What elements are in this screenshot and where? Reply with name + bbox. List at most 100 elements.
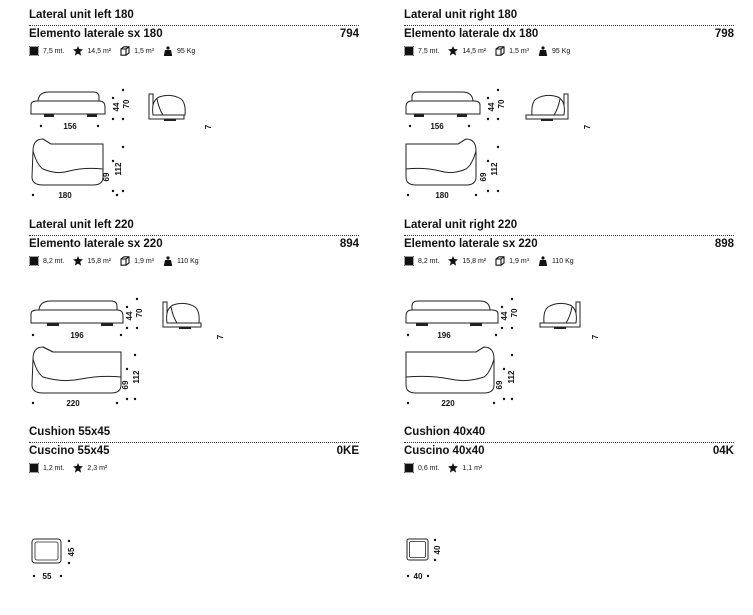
technical-drawing: 196 44 70 7 220 69 xyxy=(404,297,604,408)
dim-top-depth-2: 70 xyxy=(497,99,506,108)
divider xyxy=(404,235,734,236)
dim-height: 40 xyxy=(433,545,442,554)
side-view: 7 xyxy=(539,301,600,339)
dim-plan-depth-2: 112 xyxy=(490,162,499,175)
spec-fabric-value: 8,2 mt. xyxy=(418,257,440,265)
dim-plan-width: 220 xyxy=(441,399,455,408)
front-view: 196 44 70 xyxy=(405,297,519,340)
spec-volume-value: 1,9 m³ xyxy=(134,257,154,265)
dim-top-depth-2: 70 xyxy=(135,308,144,317)
spec-fabric: 1,2 mt. xyxy=(29,463,64,473)
front-view: 196 44 70 xyxy=(30,297,144,340)
spec-volume: 1,9 m³ xyxy=(495,256,529,266)
spec-leather: 14,5 m² xyxy=(73,46,111,56)
dim-top-width: 156 xyxy=(63,122,77,131)
spec-leather: 15,8 m² xyxy=(73,256,111,266)
technical-drawing: 40 40 xyxy=(404,536,504,586)
box-volume-icon xyxy=(495,256,505,266)
dim-side-height: 7 xyxy=(204,124,213,129)
dim-plan-width: 180 xyxy=(58,191,72,200)
front-view: 156 44 70 xyxy=(30,88,131,131)
product-title-it: Cuscino 55x45 xyxy=(29,445,110,457)
spec-fabric: 7,5 mt. xyxy=(29,46,64,56)
dim-top-depth-1: 44 xyxy=(500,311,509,320)
spec-row: 8,2 mt. 15,8 m² 1,9 m³ 110 Kg xyxy=(29,256,199,266)
dim-plan-depth-2: 112 xyxy=(114,162,123,175)
spec-fabric-value: 7,5 mt. xyxy=(43,47,65,55)
spec-leather-value: 14,5 m² xyxy=(462,47,487,55)
spec-fabric-value: 7,5 mt. xyxy=(418,47,440,55)
technical-drawing: 55 45 xyxy=(29,536,129,586)
product-code: 0KE xyxy=(336,445,359,457)
product-code: 798 xyxy=(714,28,734,40)
weight-icon xyxy=(538,256,548,266)
fabric-icon xyxy=(29,256,39,266)
spec-row: 7,5 mt. 14,5 m² 1,5 m³ 95 Kg xyxy=(404,46,570,56)
front-view: 156 44 70 xyxy=(405,88,506,131)
spec-volume: 1,9 m³ xyxy=(120,256,154,266)
spec-row: 7,5 mt. 14,5 m² 1,5 m³ 95 Kg xyxy=(29,46,195,56)
fabric-icon xyxy=(404,256,414,266)
plan-view: 220 69 112 xyxy=(405,346,516,408)
product-title-en: Lateral unit left 220 xyxy=(29,219,134,231)
spec-weight: 95 Kg xyxy=(538,46,570,56)
spec-volume-value: 1,9 m³ xyxy=(509,257,529,265)
spec-row: 1,2 mt. 2,3 m² xyxy=(29,463,107,473)
product-title-en: Cushion 55x45 xyxy=(29,426,111,438)
drawing-svg: 196 44 70 7 220 69 xyxy=(405,297,600,408)
spec-leather: 15,8 m² xyxy=(448,256,486,266)
product-title-en: Lateral unit right 180 xyxy=(404,9,518,21)
dim-plan-depth-2: 112 xyxy=(507,370,516,383)
spec-volume: 1,5 m³ xyxy=(120,46,154,56)
weight-icon xyxy=(163,46,173,56)
dim-side-height: 7 xyxy=(591,334,600,339)
plan-view: 180 69 112 xyxy=(31,138,125,200)
spec-leather-value: 2,3 m² xyxy=(87,464,108,472)
spec-leather-value: 14,5 m² xyxy=(87,47,112,55)
spec-fabric: 8,2 mt. xyxy=(404,256,439,266)
spec-row: 0,6 mt. 1,1 m² xyxy=(404,463,482,473)
fabric-icon xyxy=(29,463,39,473)
spec-volume-value: 1,5 m³ xyxy=(509,47,529,55)
spec-fabric-value: 1,2 mt. xyxy=(43,464,65,472)
drawing-svg: 55 45 xyxy=(31,538,76,581)
dim-plan-width: 180 xyxy=(435,191,449,200)
spec-weight: 95 Kg xyxy=(163,46,195,56)
dim-top-depth-2: 70 xyxy=(122,99,131,108)
dim-top-depth-1: 44 xyxy=(125,311,134,320)
cushion-outline xyxy=(406,538,429,561)
fabric-icon xyxy=(29,46,39,56)
drawing-svg: 40 40 xyxy=(406,538,442,581)
spec-leather: 2,3 m² xyxy=(73,463,107,473)
spec-fabric: 7,5 mt. xyxy=(404,46,439,56)
dim-top-depth-1: 44 xyxy=(487,102,496,111)
dim-top-width: 196 xyxy=(437,331,451,340)
dim-plan-width: 220 xyxy=(66,399,80,408)
dim-plan-depth-1: 69 xyxy=(102,172,111,181)
spec-weight-value: 110 Kg xyxy=(176,257,199,265)
product-title-en: Lateral unit left 180 xyxy=(29,9,134,21)
spec-leather: 1,1 m² xyxy=(448,463,482,473)
side-view: 7 xyxy=(148,93,213,129)
box-volume-icon xyxy=(120,256,130,266)
side-view: 7 xyxy=(525,93,592,129)
dim-side-height: 7 xyxy=(216,334,225,339)
spec-weight: 110 Kg xyxy=(538,256,574,266)
spec-weight-value: 95 Kg xyxy=(176,47,196,55)
divider xyxy=(404,442,734,443)
side-view: 7 xyxy=(162,301,225,339)
technical-drawing: 156 44 70 7 180 69 xyxy=(404,88,604,200)
product-title-en: Lateral unit right 220 xyxy=(404,219,518,231)
leather-hide-icon xyxy=(73,256,83,266)
spec-fabric: 0,6 mt. xyxy=(404,463,439,473)
product-title-en: Cushion 40x40 xyxy=(404,426,486,438)
drawing-svg: 196 44 70 7 220 69 xyxy=(30,297,225,408)
spec-weight: 110 Kg xyxy=(163,256,199,266)
spec-fabric-value: 8,2 mt. xyxy=(43,257,65,265)
leather-hide-icon xyxy=(448,256,458,266)
plan-view: 220 69 112 xyxy=(31,346,141,408)
fabric-icon xyxy=(404,463,414,473)
dim-width: 40 xyxy=(414,572,423,581)
product-code: 794 xyxy=(339,28,359,40)
spec-fabric: 8,2 mt. xyxy=(29,256,64,266)
